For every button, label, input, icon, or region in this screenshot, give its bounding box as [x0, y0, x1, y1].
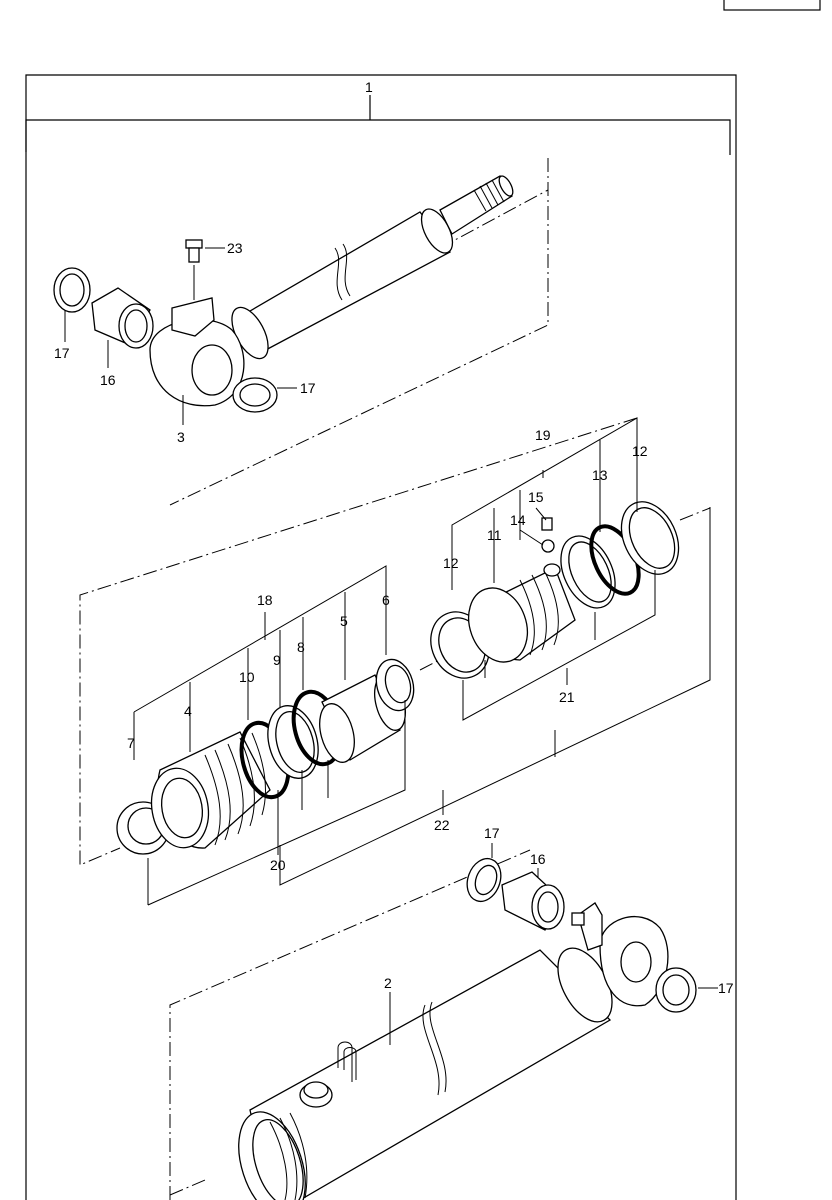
label-10: 10: [239, 669, 255, 685]
label-18: 18: [257, 592, 273, 608]
grease-fitting-lower: [571, 912, 585, 926]
piston-rod: [237, 175, 514, 353]
label-13: 13: [592, 467, 608, 483]
label-6: 6: [382, 592, 390, 608]
tube-seal-left: [466, 857, 502, 903]
piston-assembly: [79, 417, 711, 906]
label-5: 5: [340, 613, 348, 629]
rod-seal-left: [53, 267, 91, 313]
piston-body: [150, 731, 271, 849]
label-17-a: 17: [54, 345, 70, 361]
label-22: 22: [434, 817, 450, 833]
grease-fitting: [185, 239, 203, 249]
tube-seal-right: [655, 967, 697, 1013]
label-7: 7: [127, 735, 135, 751]
rod-seal-right: [232, 377, 278, 413]
ring-12-right: [620, 501, 680, 575]
label-23: 23: [227, 240, 243, 256]
label-17-d: 17: [718, 980, 734, 996]
label-8: 8: [297, 639, 305, 655]
label-14: 14: [510, 512, 526, 528]
label-21: 21: [559, 689, 575, 705]
tube-eye: [571, 902, 669, 1007]
label-17-c: 17: [484, 825, 500, 841]
ring-wide: [560, 535, 616, 609]
label-11: 11: [487, 527, 502, 543]
label-16-b: 16: [530, 851, 546, 867]
label-4: 4: [184, 703, 192, 719]
tube-bushing: [501, 871, 565, 931]
assembly-bracket: [25, 74, 737, 1200]
label-12-right: 12: [632, 443, 648, 459]
label-15: 15: [528, 489, 544, 505]
label-20: 20: [270, 857, 286, 873]
ball: [541, 539, 555, 553]
label-9: 9: [273, 652, 281, 668]
part-labels: 1 23 17 16 17 3 19 12 13 15 14 11 12 18 …: [54, 79, 734, 996]
bushing: [91, 287, 154, 349]
label-1: 1: [365, 79, 373, 95]
set-screw: [541, 517, 553, 531]
label-3: 3: [177, 429, 185, 445]
seal-6: [375, 658, 415, 712]
label-12-left: 12: [443, 555, 459, 571]
label-16-a: 16: [100, 372, 116, 388]
ring-9: [267, 705, 319, 779]
corner-box: [723, 0, 821, 11]
tube-assembly: [169, 843, 718, 1200]
cylinder-tube: [238, 947, 613, 1200]
label-2: 2: [384, 975, 392, 991]
piston-11: [468, 563, 576, 663]
rod-eye: [149, 239, 269, 407]
rod-assembly: [53, 158, 549, 506]
label-17-b: 17: [300, 380, 316, 396]
label-19: 19: [535, 427, 551, 443]
